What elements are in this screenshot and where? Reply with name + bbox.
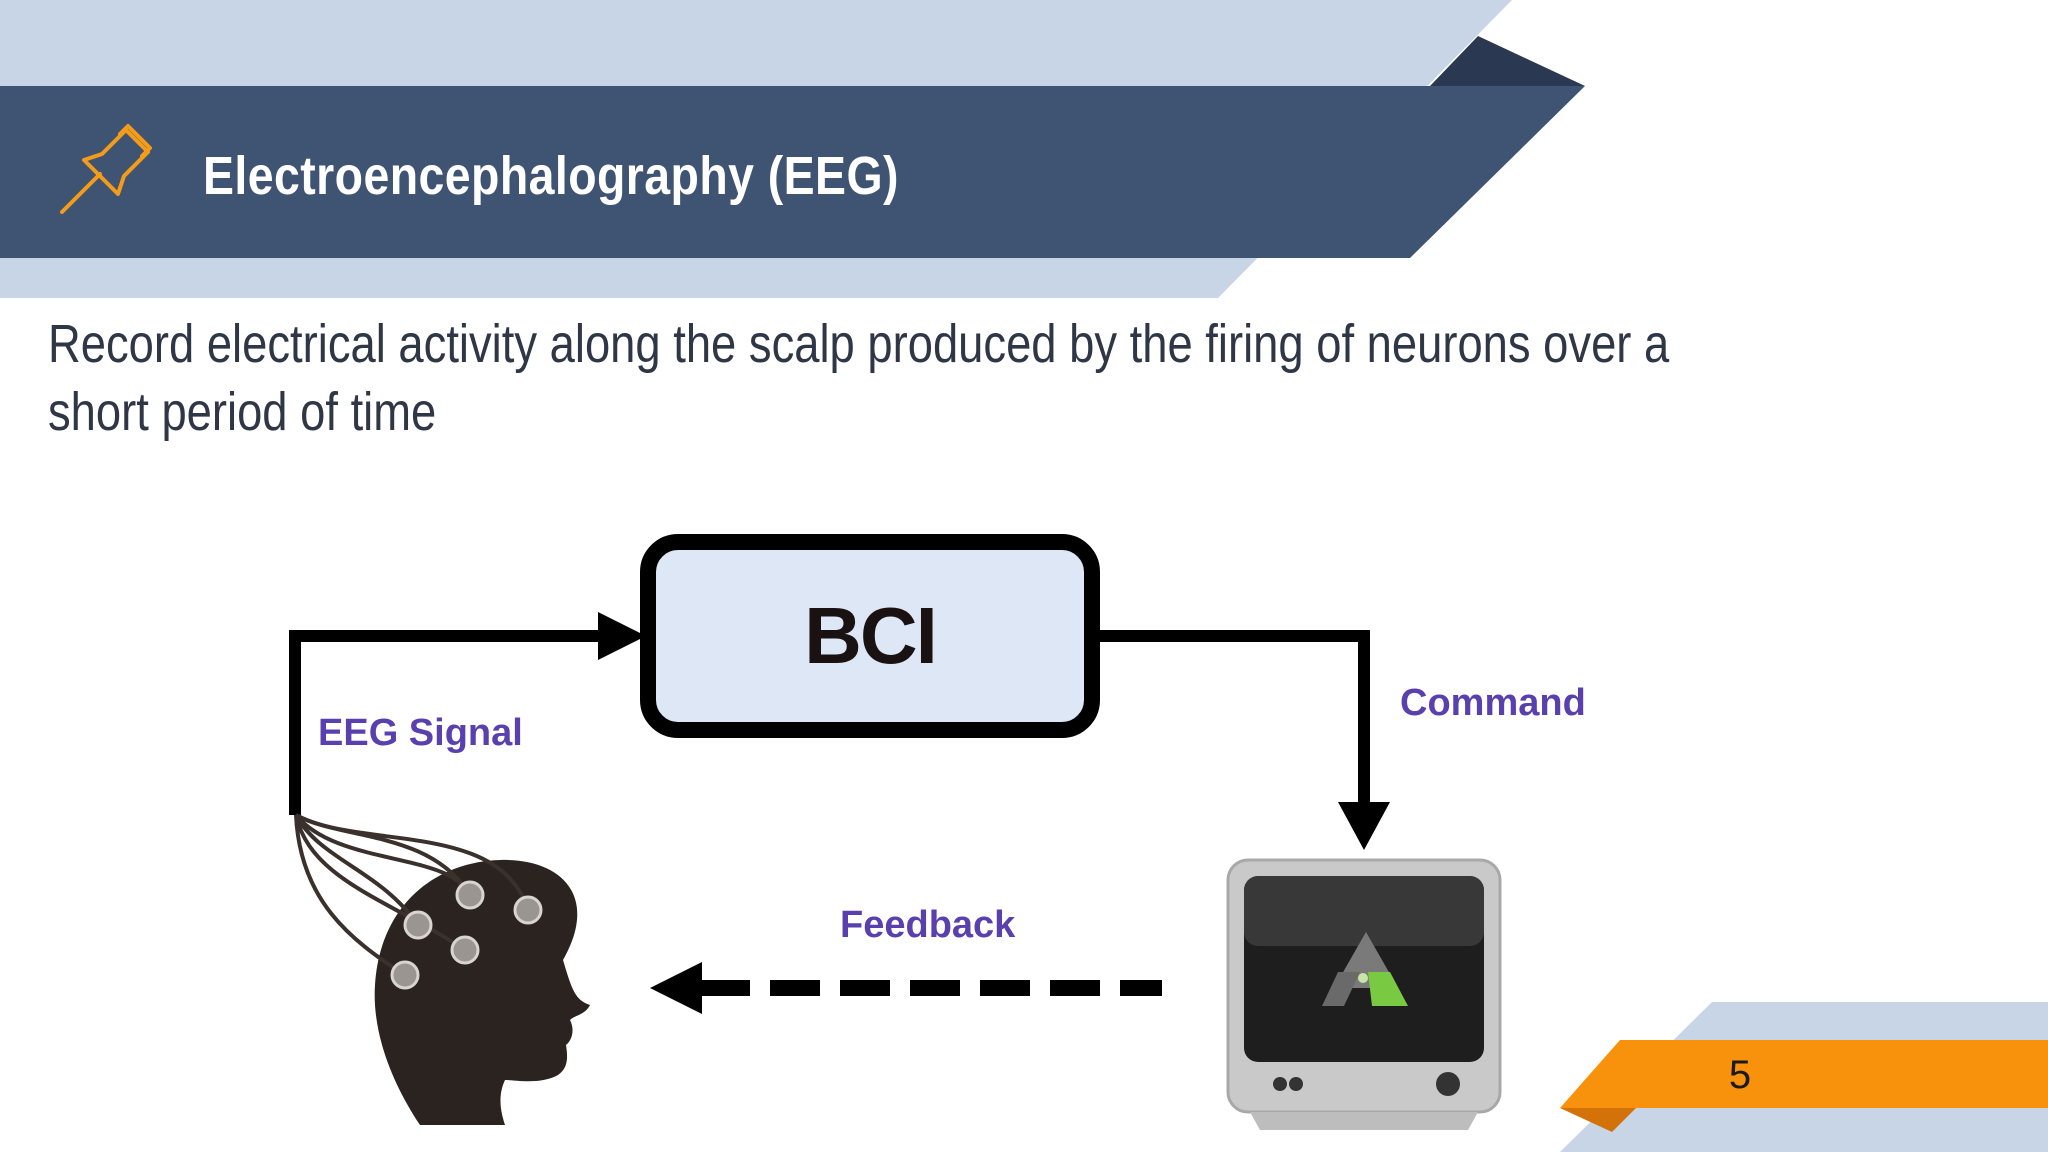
- slide-title: Electroencephalography (EEG): [203, 146, 899, 206]
- feedback-arrowhead: [650, 962, 702, 1014]
- feedback-label: Feedback: [840, 904, 1016, 946]
- command-label: Command: [1400, 682, 1586, 724]
- command-arrowhead: [1338, 802, 1390, 850]
- command-arrow-line: [1092, 630, 1370, 810]
- bci-label: BCI: [804, 591, 938, 680]
- footer-orange-tab: [1560, 1040, 2048, 1108]
- header-dark-band: [0, 86, 1585, 258]
- computer-monitor-icon: [1226, 858, 1502, 1130]
- eeg-signal-arrow-line: [289, 630, 610, 815]
- eeg-signal-arrowhead: [598, 612, 646, 660]
- slide-body-text: Record electrical activity along the sca…: [48, 314, 1670, 442]
- head-with-electrodes: [294, 813, 590, 1125]
- pushpin-icon: [60, 124, 152, 214]
- footer-orange-shadow: [1560, 1108, 1636, 1132]
- page-number: 5: [1728, 1053, 1752, 1097]
- eeg-signal-label: EEG Signal: [318, 712, 523, 754]
- header-dark-triangle: [1430, 36, 1585, 86]
